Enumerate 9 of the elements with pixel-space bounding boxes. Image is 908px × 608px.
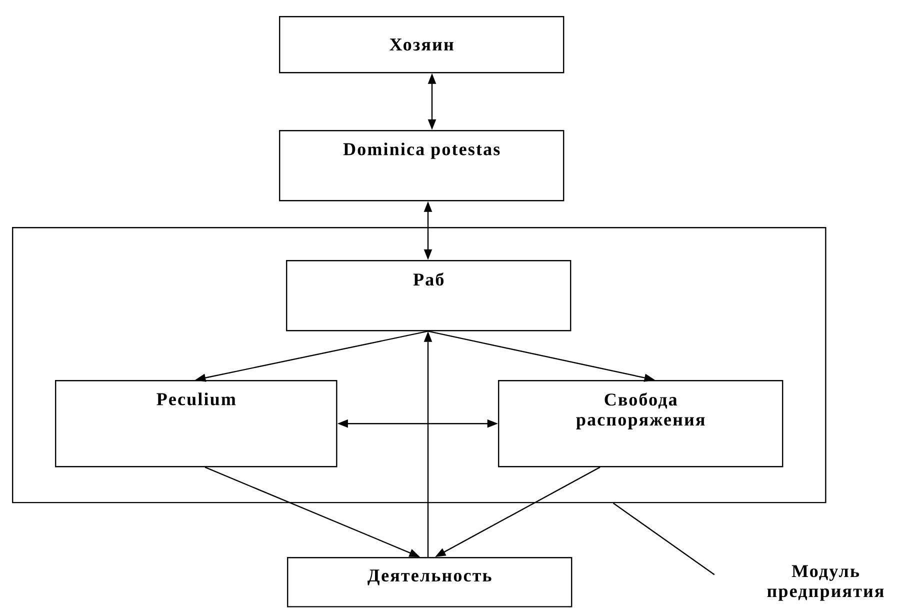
process-box: Свобода распоряжения: [498, 380, 784, 468]
process-box: Dominica potestas: [279, 130, 564, 202]
process-box: Раб: [286, 260, 572, 332]
leader-line: [612, 502, 715, 576]
process-box: Peculium: [55, 380, 338, 468]
text-label: Модуль предприятия: [767, 565, 884, 601]
process-box: Деятельность: [287, 557, 572, 608]
process-box: Хозяин: [279, 16, 564, 74]
frame-box: [12, 227, 826, 504]
